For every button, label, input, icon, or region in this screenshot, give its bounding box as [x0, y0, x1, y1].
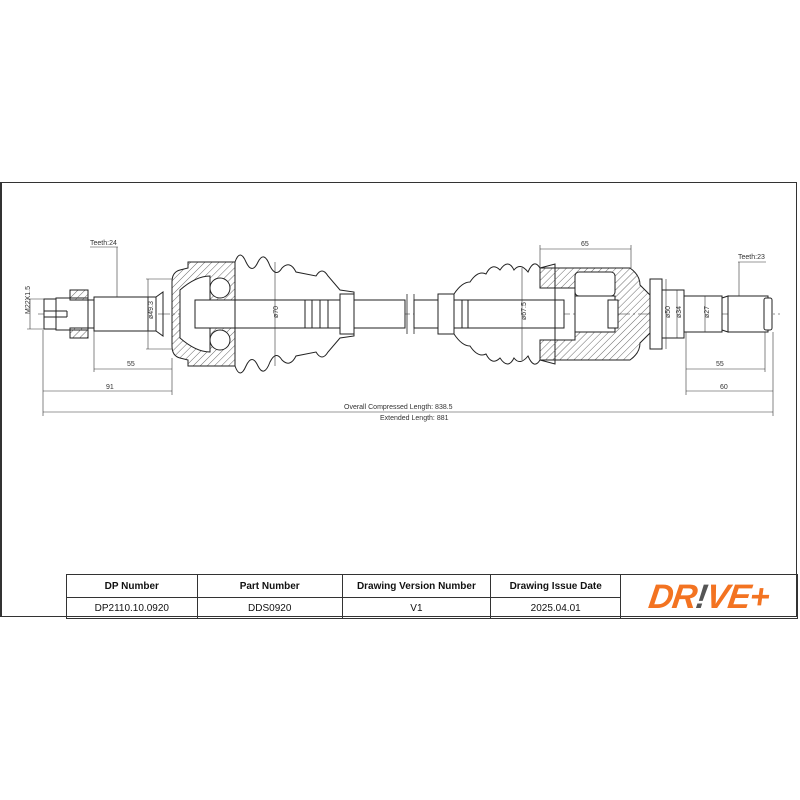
header-issue-date: Drawing Issue Date — [489, 574, 622, 598]
overall-compressed-length-label: Overall Compressed Length: 838.5 — [344, 404, 453, 411]
thread-label: M22X1.5 — [25, 286, 32, 314]
boot-right-diameter-label: ø67.5 — [521, 302, 528, 320]
drive-plus-logo: DR!VE+ — [646, 577, 772, 616]
diameter-49-label: ø49.3 — [148, 301, 155, 319]
right-stub — [649, 278, 773, 350]
left-outer-joint — [171, 261, 236, 367]
header-drawing-version: Drawing Version Number — [341, 574, 492, 598]
title-block-value-row: DP2110.10.0920 DDS0920 V1 2025.04.01 — [66, 597, 798, 619]
title-block: DP Number Part Number Drawing Version Nu… — [66, 574, 798, 619]
title-block-header-row: DP Number Part Number Drawing Version Nu… — [66, 574, 798, 619]
brand-logo-cell: DR!VE+ — [620, 574, 798, 619]
right-boot — [453, 263, 556, 365]
extended-length-label: Extended Length: 881 — [380, 415, 449, 422]
teeth-right-label: Teeth:23 — [738, 254, 765, 261]
dim-right-55: 55 — [716, 361, 724, 368]
dim-right-60: 60 — [720, 384, 728, 391]
dim-left-91: 91 — [106, 384, 114, 391]
diameter-50-label: ø50 — [665, 306, 672, 318]
value-drawing-version: V1 — [341, 597, 492, 619]
logo-part2: VE+ — [704, 577, 772, 616]
right-inner-joint — [539, 267, 651, 361]
value-issue-date: 2025.04.01 — [489, 597, 622, 619]
logo-part1: DR — [646, 577, 700, 616]
value-part-number: DDS0920 — [196, 597, 343, 619]
value-dp-number: DP2110.10.0920 — [66, 597, 198, 619]
dim-left-55: 55 — [127, 361, 135, 368]
diameter-27-label: ø27 — [704, 306, 711, 318]
boot-left-diameter-label: ø70 — [273, 306, 280, 318]
dim-housing-65: 65 — [581, 241, 589, 248]
diameter-34-label: ø34 — [676, 306, 683, 318]
left-stub — [43, 289, 164, 339]
teeth-left-label: Teeth:24 — [90, 240, 117, 247]
header-part-number: Part Number — [196, 574, 343, 598]
header-dp-number: DP Number — [66, 574, 198, 598]
